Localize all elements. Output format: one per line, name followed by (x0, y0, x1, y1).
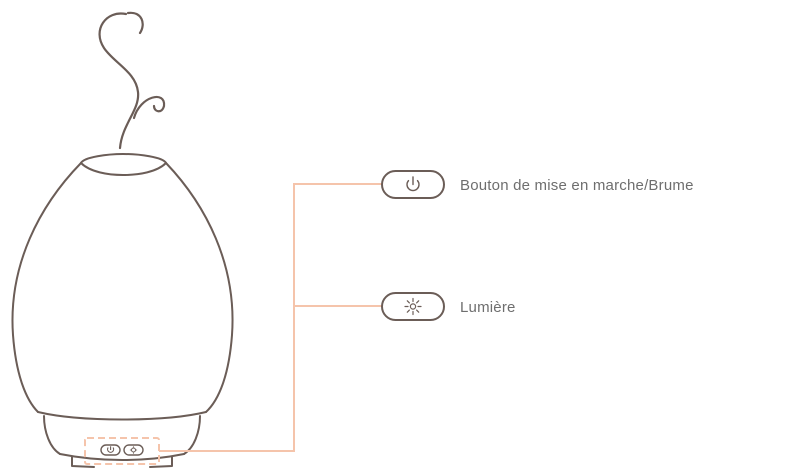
callout-light: Lumière (381, 292, 516, 321)
base-light-button[interactable] (123, 444, 144, 456)
sun-icon (404, 297, 422, 316)
leader-lines (159, 183, 382, 452)
base-buttons (100, 444, 144, 456)
mist-swirl (98, 11, 166, 150)
power-label: Bouton de mise en marche/Brume (460, 177, 694, 194)
diffuser-body (11, 153, 234, 468)
callout-power: Bouton de mise en marche/Brume (381, 170, 694, 199)
light-button[interactable] (381, 292, 445, 321)
light-label: Lumière (460, 299, 516, 316)
power-icon (406, 176, 420, 192)
base-power-button[interactable] (100, 444, 121, 456)
